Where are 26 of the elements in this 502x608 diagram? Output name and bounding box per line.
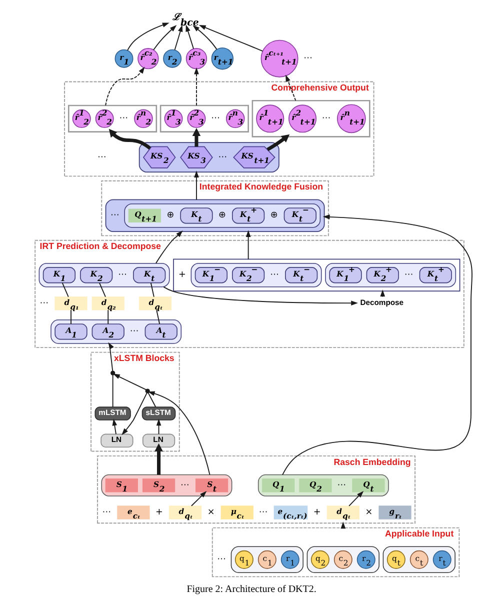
label: ⋯ (321, 114, 330, 124)
label: ⋯ (258, 508, 268, 518)
label: ⋯ (210, 114, 220, 124)
label: ⊕ (218, 210, 226, 221)
label: ⋯ (218, 152, 227, 162)
label: + (312, 508, 320, 518)
label: ⋯ (336, 480, 346, 490)
label: ⋯ (118, 114, 128, 124)
label: ⋯ (404, 270, 413, 280)
label: ⋯ (102, 508, 111, 518)
label: ⋯ (39, 298, 48, 308)
label: ⋯ (180, 480, 189, 490)
label: ⋯ (270, 270, 278, 280)
label: ⋯ (118, 270, 126, 280)
label: + (178, 270, 186, 280)
label: ⋯ (303, 54, 312, 64)
label: ⋯ (129, 326, 138, 337)
label: ⊕ (166, 210, 174, 221)
caption: Figure 2: Architecture of DKT2. (186, 584, 316, 595)
label: ⋯ (216, 554, 226, 565)
label: + (155, 508, 162, 518)
label: ⊕ (270, 210, 278, 221)
label: ⋯ (110, 210, 119, 221)
label: ⋯ (97, 152, 106, 162)
label: × (364, 508, 372, 518)
label: × (206, 508, 214, 518)
